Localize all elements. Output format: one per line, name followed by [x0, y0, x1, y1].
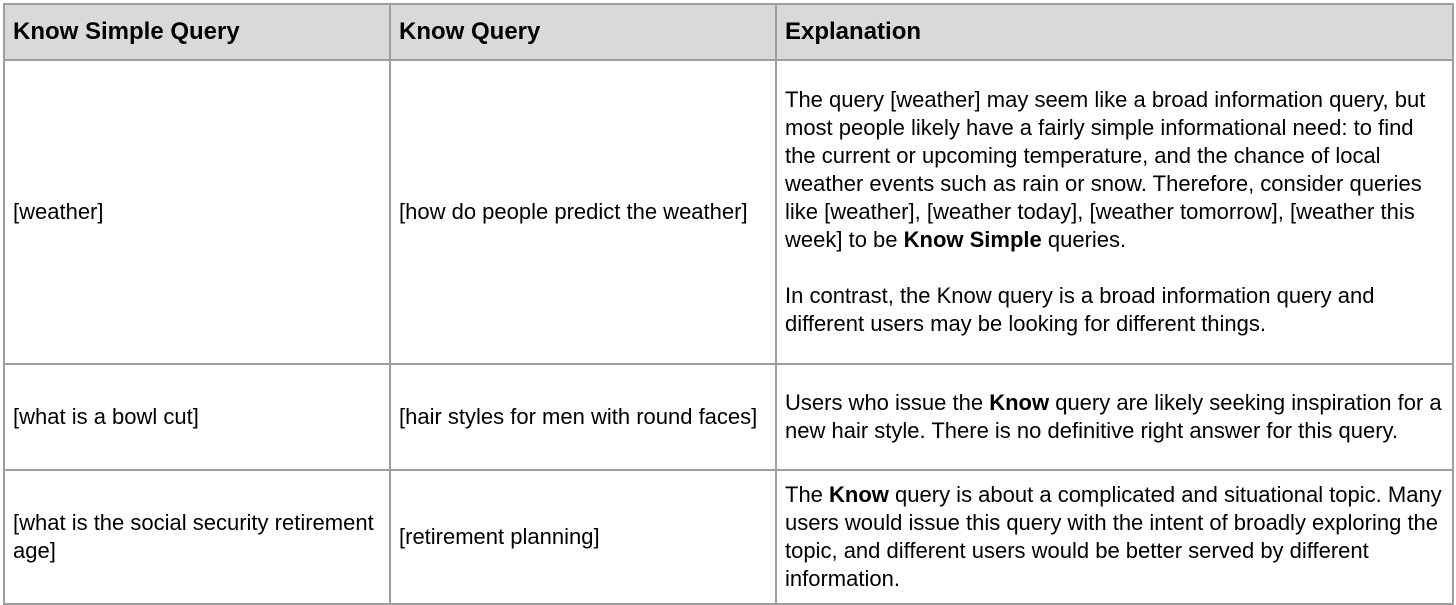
explanation-paragraph: The query [weather] may seem like a broa…	[785, 86, 1444, 254]
explanation-text: The query [weather] may seem like a broa…	[785, 87, 1426, 252]
query-comparison-table: Know Simple Query Know Query Explanation…	[3, 3, 1454, 605]
know-query-cell: [hair styles for men with round faces]	[389, 363, 777, 471]
explanation-cell: The Know query is about a complicated an…	[775, 469, 1454, 605]
table-row: [weather] [how do people predict the wea…	[3, 59, 1454, 365]
explanation-bold-term: Know Simple	[903, 227, 1042, 252]
explanation-cell: Users who issue the Know query are likel…	[775, 363, 1454, 471]
explanation-text: query is about a complicated and situati…	[785, 482, 1442, 591]
explanation-bold-term: Know	[989, 390, 1050, 415]
explanation-text: The	[785, 482, 830, 507]
explanation-cell: The query [weather] may seem like a broa…	[775, 59, 1454, 365]
header-know-simple-query: Know Simple Query	[3, 3, 391, 61]
know-query-cell: [how do people predict the weather]	[389, 59, 777, 365]
explanation-text: Users who issue the	[785, 390, 990, 415]
explanation-text: query are likely seeking inspiration for…	[785, 390, 1442, 443]
explanation-paragraph: In contrast, the Know query is a broad i…	[785, 283, 1375, 336]
know-simple-query-cell: [weather]	[3, 59, 391, 365]
table-row: [what is a bowl cut] [hair styles for me…	[3, 363, 1454, 471]
header-know-query: Know Query	[389, 3, 777, 61]
know-query-cell: [retirement planning]	[389, 469, 777, 605]
header-explanation: Explanation	[775, 3, 1454, 61]
know-simple-query-cell: [what is the social security retirement …	[3, 469, 391, 605]
explanation-bold-term: Know	[829, 482, 889, 507]
table-row: [what is the social security retirement …	[3, 469, 1454, 605]
explanation-text: queries.	[1041, 227, 1127, 252]
know-simple-query-cell: [what is a bowl cut]	[3, 363, 391, 471]
table-header-row: Know Simple Query Know Query Explanation	[3, 3, 1454, 61]
